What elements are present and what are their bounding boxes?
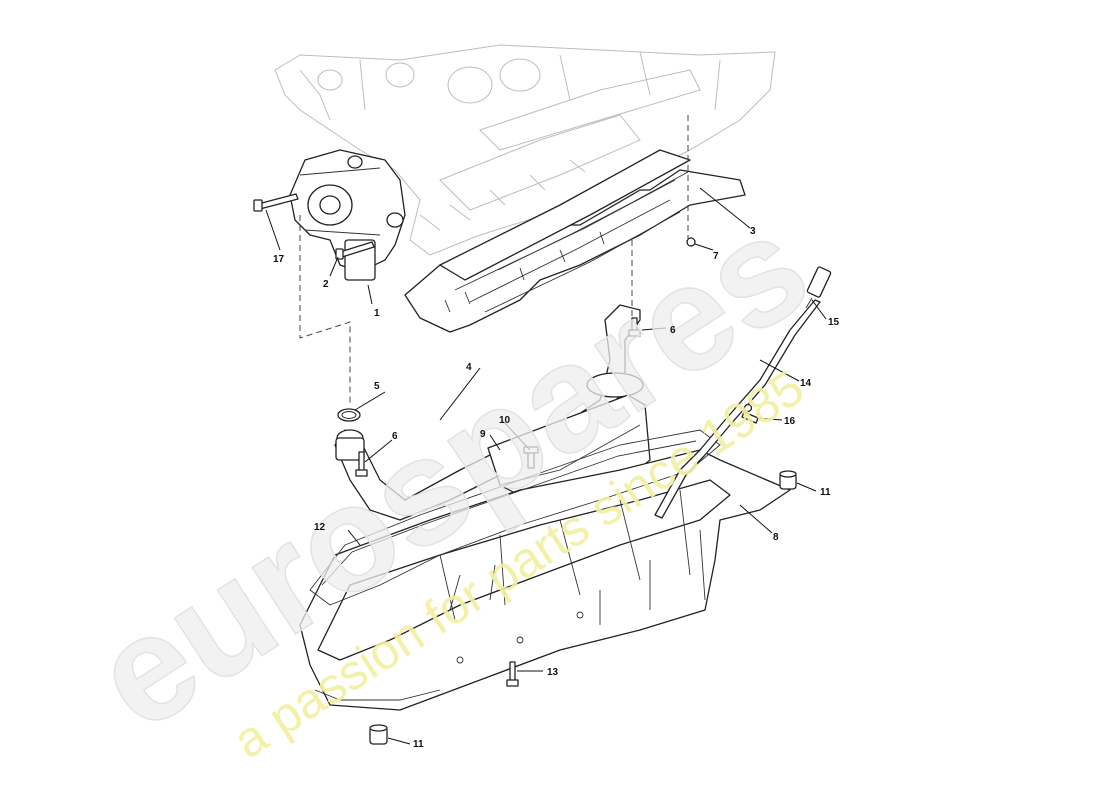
callout-5: 5 (374, 381, 380, 392)
oil-pickup-pipe (334, 304, 644, 521)
leader-lines (265, 187, 827, 745)
bolt-2 (335, 241, 375, 260)
bolt-16 (741, 403, 759, 424)
drain-plug-11-lower (369, 724, 388, 745)
callout-10: 10 (499, 415, 511, 426)
callout-16: 16 (784, 416, 796, 427)
bolt-6-lower (355, 451, 368, 477)
bolt-17 (253, 193, 299, 212)
oil-pump (289, 149, 406, 281)
callout-2: 2 (323, 279, 329, 290)
baffle-plate (404, 149, 746, 333)
callout-8: 8 (773, 532, 779, 543)
callout-6-upper: 6 (670, 325, 676, 336)
o-ring-5 (337, 408, 361, 422)
callout-13: 13 (547, 667, 559, 678)
alignment-lines (299, 115, 689, 405)
callout-12: 12 (314, 522, 326, 533)
nut-7 (686, 237, 696, 247)
callout-14: 14 (800, 378, 812, 389)
bolt-10 (523, 446, 539, 469)
callout-6-lower: 6 (392, 431, 398, 442)
bolt-6-upper (628, 317, 641, 337)
callout-15: 15 (828, 317, 840, 328)
callout-labels: 1 2 3 4 5 6 6 7 8 9 10 11 11 12 13 14 15… (273, 226, 840, 750)
dipstick (805, 266, 832, 309)
callout-1: 1 (374, 308, 380, 319)
callout-3: 3 (750, 226, 756, 237)
dipstick-tube (654, 299, 821, 519)
callout-4: 4 (466, 362, 472, 373)
sump-gasket (309, 429, 721, 606)
callout-7: 7 (713, 251, 719, 262)
callout-11-upper: 11 (820, 487, 831, 498)
oil-sump (299, 449, 791, 711)
callout-11-lower: 11 (413, 739, 424, 750)
callout-17: 17 (273, 254, 285, 265)
bolt-13 (506, 661, 519, 687)
drain-plug-11-upper (779, 470, 797, 490)
callout-9: 9 (480, 429, 486, 440)
